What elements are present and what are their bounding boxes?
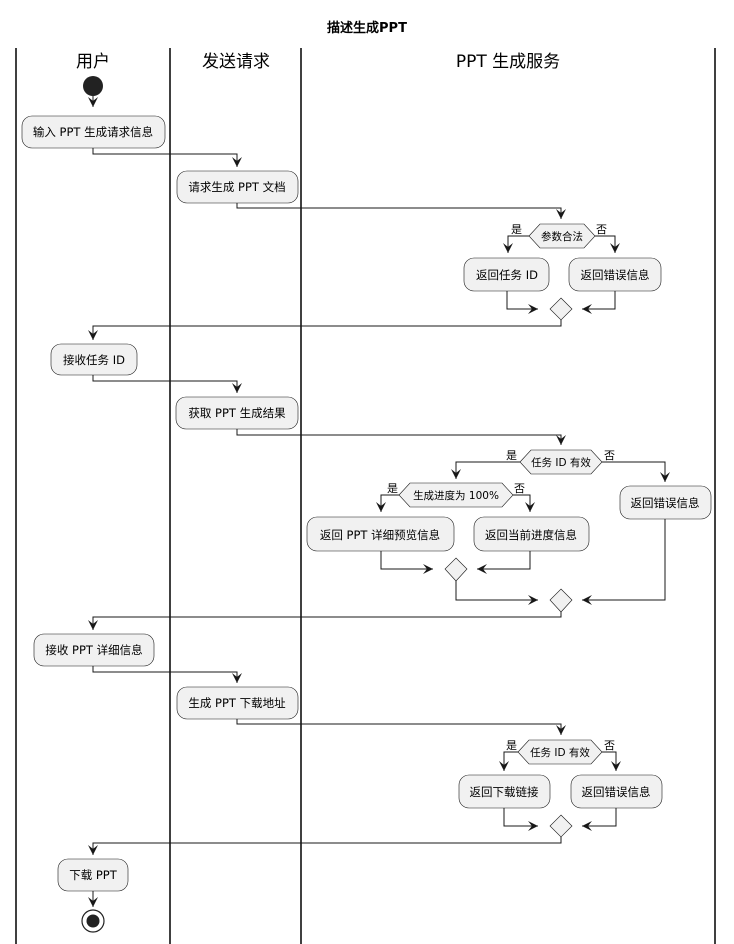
decision-progress-100: 生成进度为 100% <box>398 482 514 508</box>
decision-params-valid: 参数合法 <box>528 223 596 249</box>
action-return-download-link: 返回下载链接 <box>458 774 551 809</box>
arrowhead <box>88 897 98 907</box>
decision-task-id-valid: 任务 ID 有效 <box>519 449 603 475</box>
end-node <box>81 909 105 933</box>
arrowhead <box>525 502 535 512</box>
arrowhead <box>582 595 592 605</box>
arrowhead <box>477 564 487 574</box>
arrowhead <box>528 304 538 314</box>
action-return-progress-info: 返回当前进度信息 <box>473 516 590 552</box>
svg-text:生成进度为 100%: 生成进度为 100% <box>413 489 499 502</box>
merge-diamond <box>549 297 573 321</box>
arrowhead <box>582 821 592 831</box>
branch-label-yes: 是 <box>506 449 517 462</box>
lane-header-ppt-service: PPT 生成服务 <box>456 52 560 72</box>
arrowhead <box>451 469 461 479</box>
svg-text:返回 PPT 详细预览信息: 返回 PPT 详细预览信息 <box>320 528 440 542</box>
branch-label-yes: 是 <box>387 482 398 495</box>
action-return-error-2: 返回错误信息 <box>619 485 712 520</box>
arrowhead <box>232 673 242 683</box>
action-return-error-1: 返回错误信息 <box>568 257 662 292</box>
swimlane-dividers <box>15 48 716 944</box>
svg-text:接收 PPT 详细信息: 接收 PPT 详细信息 <box>45 643 142 657</box>
svg-text:任务 ID 有效: 任务 ID 有效 <box>530 746 590 759</box>
action-receive-task-id: 接收任务 ID <box>50 343 138 376</box>
arrowhead <box>232 157 242 167</box>
decision-task-id-valid-2: 任务 ID 有效 <box>517 739 603 765</box>
arrowhead <box>232 383 242 393</box>
svg-text:返回任务 ID: 返回任务 ID <box>476 268 538 282</box>
action-request-generate: 请求生成 PPT 文档 <box>176 170 299 204</box>
arrowhead <box>88 845 98 855</box>
svg-text:返回当前进度信息: 返回当前进度信息 <box>485 528 577 542</box>
arrowhead <box>503 243 513 253</box>
action-return-preview-info: 返回 PPT 详细预览信息 <box>306 516 455 552</box>
arrowhead <box>556 725 566 735</box>
arrowhead <box>556 435 566 445</box>
arrowhead <box>528 595 538 605</box>
arrowhead <box>499 761 509 771</box>
merge-diamond <box>549 588 573 613</box>
svg-text:返回下载链接: 返回下载链接 <box>470 785 539 799</box>
action-input-request: 输入 PPT 生成请求信息 <box>21 115 166 149</box>
diagram-title: 描述生成PPT <box>327 20 407 36</box>
svg-text:输入 PPT 生成请求信息: 输入 PPT 生成请求信息 <box>33 125 153 139</box>
lane-header-user: 用户 <box>76 52 110 72</box>
action-return-error-3: 返回错误信息 <box>570 774 663 809</box>
arrowhead <box>582 304 592 314</box>
branch-label-no: 否 <box>604 739 615 752</box>
lane-header-send-request: 发送请求 <box>202 52 270 72</box>
svg-text:生成 PPT 下载地址: 生成 PPT 下载地址 <box>188 696 286 710</box>
arrowhead <box>528 821 538 831</box>
branch-label-yes: 是 <box>506 739 517 752</box>
arrowhead <box>556 209 566 219</box>
svg-text:请求生成 PPT 文档: 请求生成 PPT 文档 <box>188 180 285 194</box>
arrowhead <box>660 472 670 482</box>
arrowhead <box>88 330 98 340</box>
branch-label-no: 否 <box>596 223 607 236</box>
svg-text:返回错误信息: 返回错误信息 <box>582 785 651 799</box>
svg-text:返回错误信息: 返回错误信息 <box>631 496 700 510</box>
action-get-result: 获取 PPT 生成结果 <box>175 396 299 430</box>
action-return-task-id: 返回任务 ID <box>463 257 550 292</box>
arrowhead <box>610 243 620 253</box>
branch-label-no: 否 <box>604 449 615 462</box>
arrowhead <box>611 761 621 771</box>
merge-diamond <box>444 557 468 582</box>
branch-label-yes: 是 <box>511 223 522 236</box>
arrowheads <box>88 97 670 907</box>
action-generate-download-url: 生成 PPT 下载地址 <box>176 686 299 720</box>
branch-label-no: 否 <box>514 482 525 495</box>
svg-text:返回错误信息: 返回错误信息 <box>581 268 650 282</box>
arrowhead <box>88 97 98 107</box>
start-node <box>83 76 103 96</box>
merge-diamond <box>549 814 573 838</box>
svg-text:参数合法: 参数合法 <box>541 230 583 243</box>
action-download-ppt: 下载 PPT <box>57 858 129 892</box>
arrowhead <box>88 620 98 630</box>
svg-text:接收任务 ID: 接收任务 ID <box>63 353 125 367</box>
arrowhead <box>423 564 433 574</box>
svg-text:任务 ID 有效: 任务 ID 有效 <box>531 456 591 469</box>
svg-text:获取 PPT 生成结果: 获取 PPT 生成结果 <box>188 406 286 420</box>
action-receive-ppt-detail: 接收 PPT 详细信息 <box>33 633 155 667</box>
arrowhead <box>376 502 386 512</box>
svg-text:下载 PPT: 下载 PPT <box>69 868 118 882</box>
